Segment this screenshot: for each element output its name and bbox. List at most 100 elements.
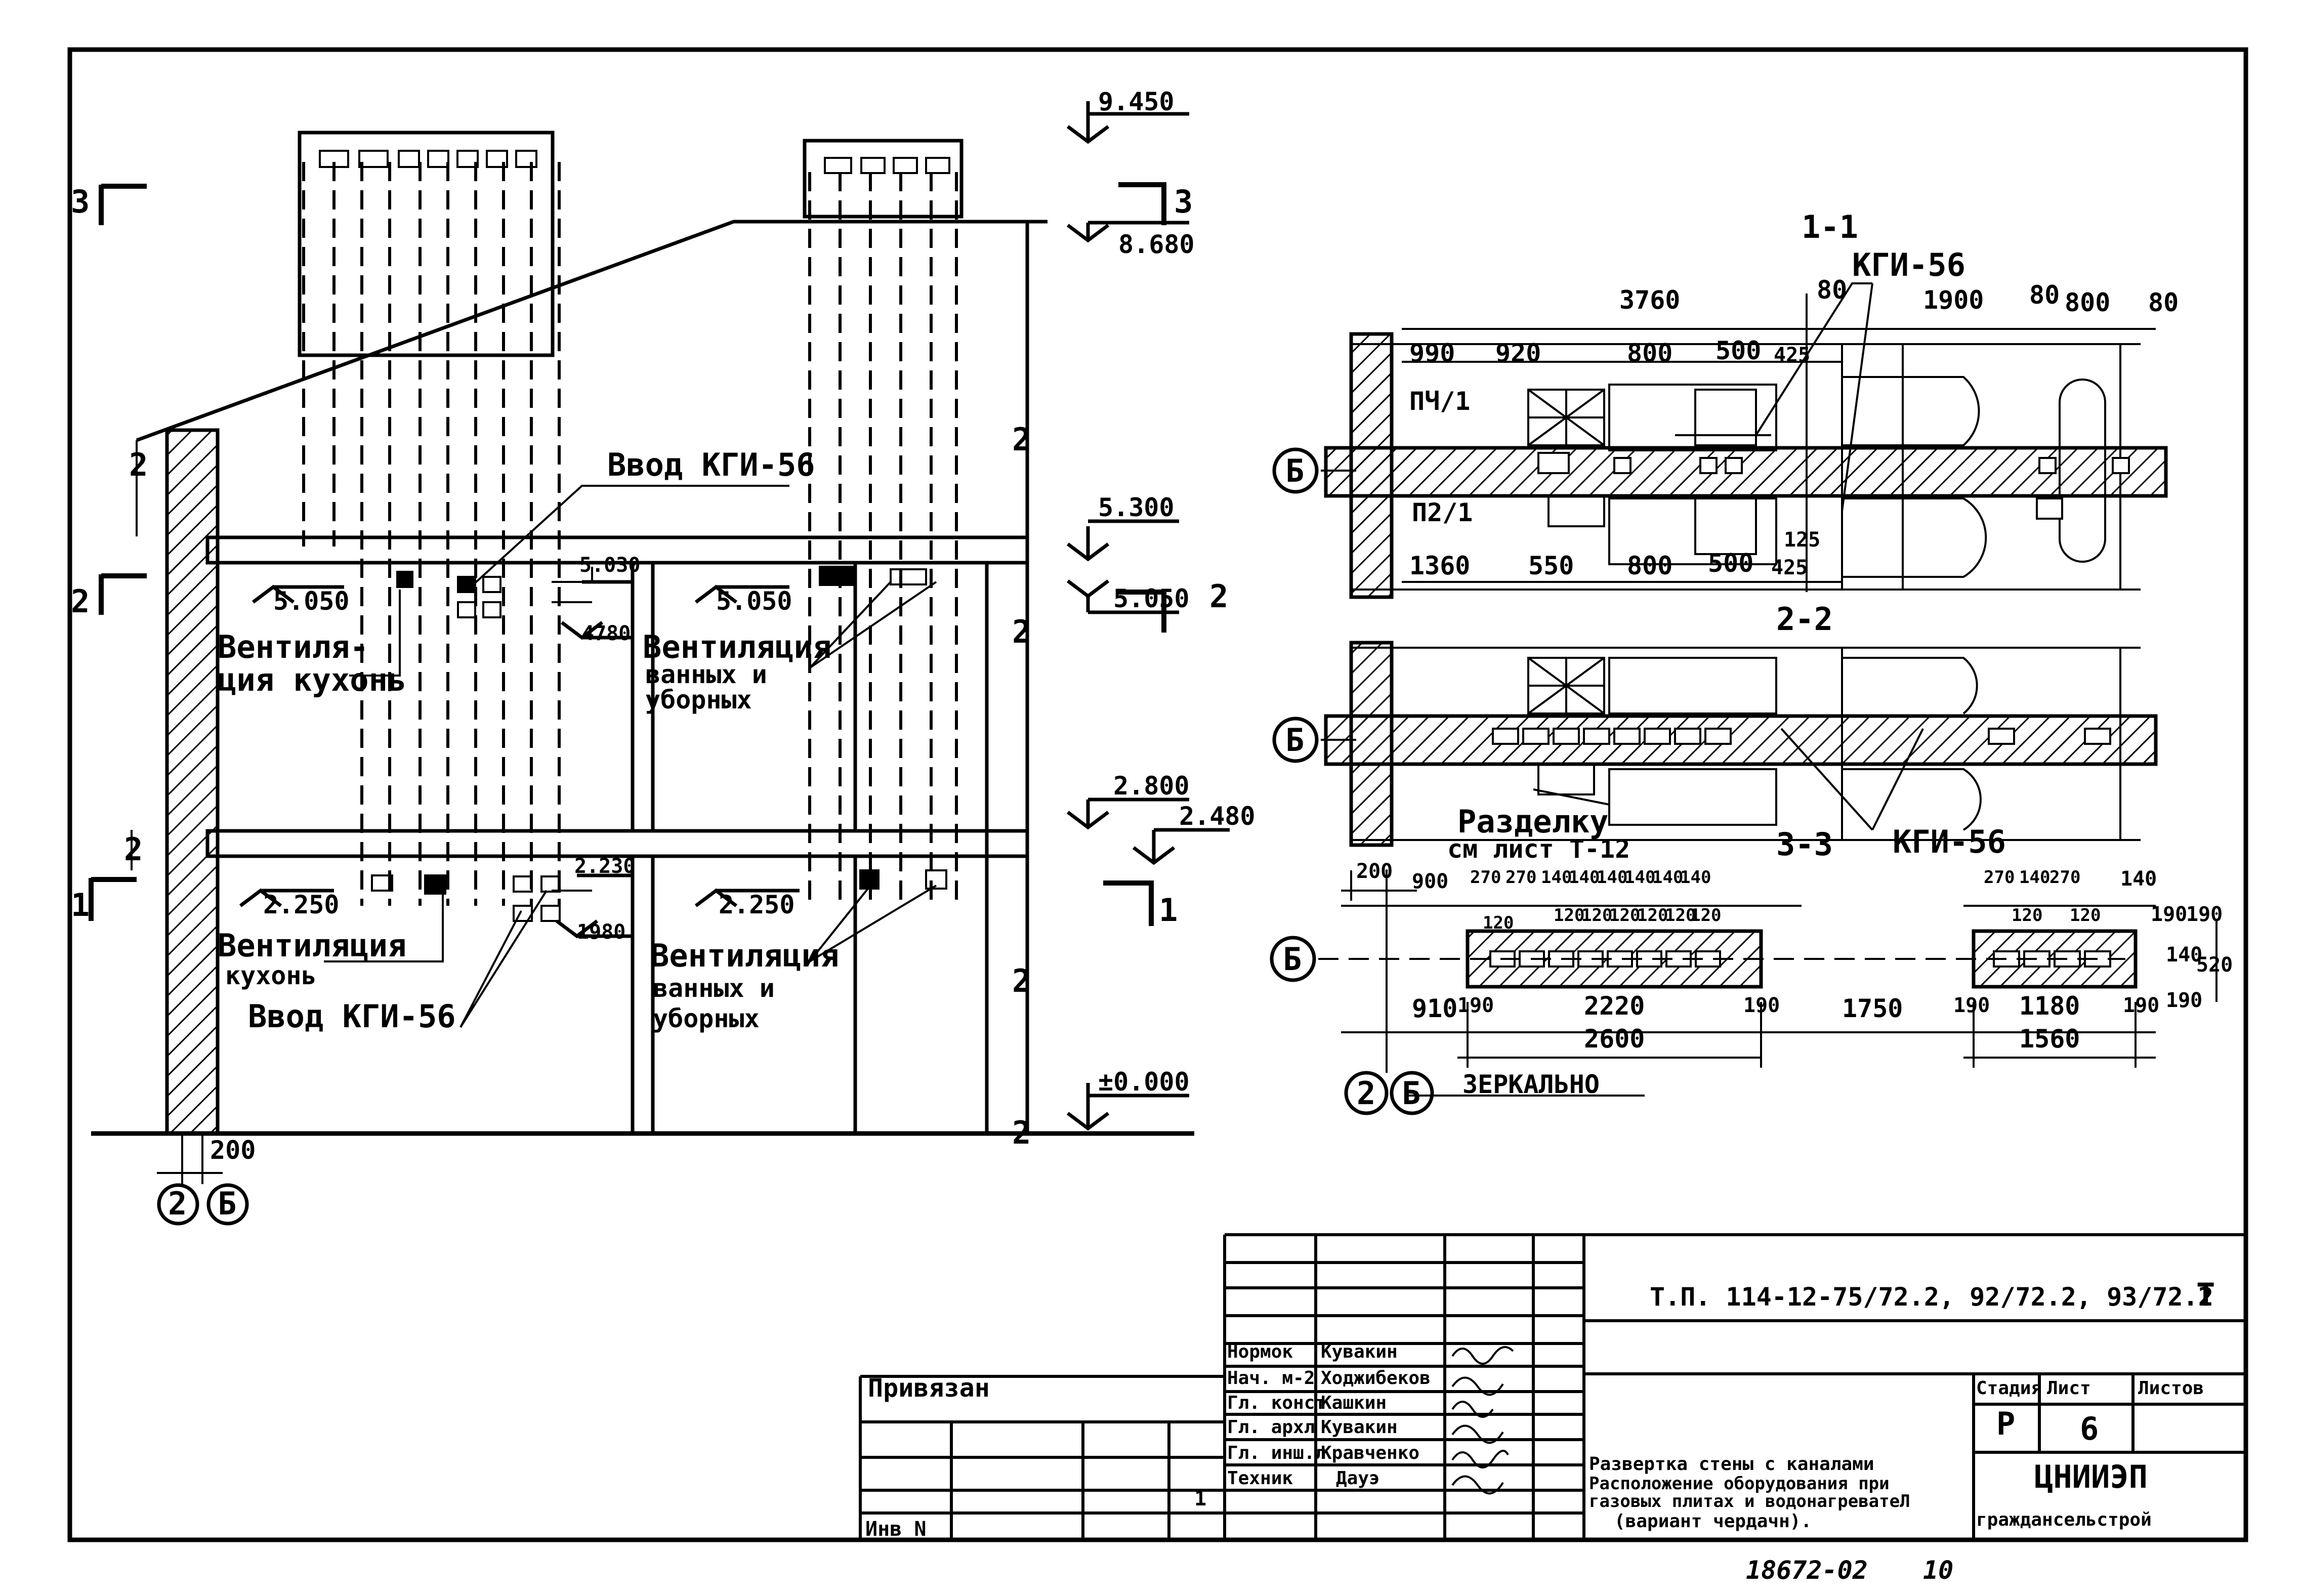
sheet-label: Лист xyxy=(2047,1378,2091,1399)
axis-bubble-2-plan xyxy=(1344,1071,1389,1115)
dim-33-top-10: 270 xyxy=(1984,867,2015,888)
svg-text:2: 2 xyxy=(129,446,148,483)
dim-33-bottom-7: 190 xyxy=(2123,994,2159,1017)
dim-11-top-1: 80 xyxy=(1817,275,1847,305)
section-11-channels xyxy=(1537,452,2130,520)
dim-11-second-3: 500 xyxy=(1716,336,1761,365)
stage-value: Р xyxy=(1996,1405,2015,1442)
dim-11-top-4: 800 xyxy=(2065,288,2110,317)
dim-33-sub-1: 120 xyxy=(1554,905,1584,926)
dim-33-total-1: 1560 xyxy=(2019,1024,2080,1054)
title-section-33: 3-3 xyxy=(1776,826,1833,863)
role-1: Нач. м-2 xyxy=(1227,1368,1315,1389)
dim-11-top-3: 80 xyxy=(2029,280,2060,310)
level-8680: 8.680 xyxy=(1118,230,1195,259)
level-4780: 4780 xyxy=(582,622,631,645)
doc-code: Т.П. 114-12-75/72.2, 92/72.2, 93/72.2 xyxy=(1650,1282,2213,1312)
dim-33-total-0: 2600 xyxy=(1584,1024,1645,1054)
role-4: Гл. инш.л xyxy=(1227,1443,1326,1463)
plan-axes xyxy=(1318,282,2218,1097)
section-22-outline xyxy=(1351,647,2141,841)
org-name-b: граждансельстрой xyxy=(1976,1509,2152,1530)
wall-elevation: 2 2 2 2 2 2 xyxy=(89,101,1230,1226)
title-line-2: газовых плитах и водонагреватеЛ xyxy=(1589,1491,1910,1511)
floor-slab-1 xyxy=(205,829,1029,858)
axis-bubble-b-33 xyxy=(1270,936,1316,982)
label-kgi-top: КГИ-56 xyxy=(1852,246,1965,283)
dim-33-bottom-6: 1180 xyxy=(2019,991,2080,1021)
axis-b-22: Б xyxy=(1285,722,1304,759)
section-mark-3-left: 3 xyxy=(71,183,90,220)
label-num-1: 1 xyxy=(1194,1487,1206,1510)
dim-33-top-3: 270 xyxy=(1505,867,1536,888)
level-0000: ±0.000 xyxy=(1098,1067,1190,1097)
section-22-wall xyxy=(1324,714,2158,766)
level-2800: 2.800 xyxy=(1113,771,1190,801)
name-0: Кувакин xyxy=(1321,1341,1398,1362)
dim-33-top-7: 140 xyxy=(1624,867,1655,888)
title-block-text: Т.П. 114-12-75/72.2, 92/72.2, 93/72.2 Т … xyxy=(865,1276,2215,1585)
dim-33-top-11: 140 xyxy=(2019,867,2050,888)
title-block xyxy=(859,1233,2246,1540)
ventilation-channels xyxy=(302,162,958,906)
name-4: Кравченко xyxy=(1321,1443,1419,1463)
label-mirror: ЗЕРКАЛЬНО xyxy=(1462,1070,1600,1099)
role-3: Гл. архл xyxy=(1227,1417,1315,1438)
section-mark-1-left: 1 xyxy=(71,887,90,923)
axis-bubble-b xyxy=(206,1183,249,1226)
dim-33-top-9: 140 xyxy=(1680,867,1711,888)
dim-11-bottom-0: 1360 xyxy=(1409,551,1470,580)
signatures xyxy=(1451,1346,1514,1495)
axis-b-11: Б xyxy=(1285,452,1304,489)
elevation-text: 9.450 8.680 5.300 5.050 2.800 2.480 ±0.0… xyxy=(71,87,1256,1222)
label-vent-kitchen-bot-b: кухонь xyxy=(225,961,317,990)
plan-text: 1-1 2-2 3-3 КГИ-56 КГИ-56 Разделку см ли… xyxy=(1283,208,2233,1112)
section-marks xyxy=(89,182,1166,926)
label-vvod-bot: Ввод КГИ-56 xyxy=(248,998,456,1035)
axis-bubble-b-plan xyxy=(1390,1071,1434,1115)
section-11-stove-grid xyxy=(1527,389,1605,446)
dim-11-second-4: 425 xyxy=(1774,344,1810,367)
svg-text:2: 2 xyxy=(1012,962,1031,999)
label-vent-kitchen-top-a: Вентиля- xyxy=(218,628,369,665)
dim-33-bottom-1: 190 xyxy=(1457,994,1494,1017)
dim-11-second-2: 800 xyxy=(1627,339,1672,368)
svg-text:2: 2 xyxy=(124,831,143,868)
section-mark-1-right: 1 xyxy=(1159,892,1178,929)
role-0: Нормок xyxy=(1227,1341,1293,1362)
sheets-label: Листов xyxy=(2138,1378,2204,1399)
dim-33-bottom-2: 2220 xyxy=(1584,991,1645,1021)
dim-33-top-12: 270 xyxy=(2049,867,2080,888)
name-3: Кувакин xyxy=(1321,1417,1398,1438)
dim-33-top-1: 900 xyxy=(1412,870,1448,893)
dim-11-bottom-4: 425 xyxy=(1771,556,1808,579)
section-mark-3-right: 3 xyxy=(1174,183,1193,220)
dim-33-sub-2: 120 xyxy=(1581,905,1612,926)
dim-33-bottom-5: 190 xyxy=(1953,994,1990,1017)
name-5: Дауэ xyxy=(1336,1468,1380,1489)
dim-200-elevation: 200 xyxy=(210,1136,256,1165)
dim-33-top-0: 200 xyxy=(1356,860,1393,883)
axis-bubble-b-22 xyxy=(1272,717,1319,763)
level-5050: 5.050 xyxy=(1113,584,1190,613)
bottom-code: 18672-02 xyxy=(1746,1556,1868,1585)
dim-33-top-4: 140 xyxy=(1541,867,1572,888)
bottom-page: 10 xyxy=(1923,1556,1953,1585)
dim-33-side-1: 190 xyxy=(2186,903,2223,926)
dim-33-side-0: 190 xyxy=(2151,903,2187,926)
dim-11-bottom-2: 800 xyxy=(1627,551,1672,580)
axis-bubble-2 xyxy=(157,1183,199,1226)
dim-125: 125 xyxy=(1784,528,1820,552)
sheet-type: Т xyxy=(2196,1276,2215,1313)
dim-33-sub-4: 120 xyxy=(1637,905,1668,926)
dim-33-top-13: 140 xyxy=(2120,867,2157,891)
floor2-right-level: 5.050 xyxy=(716,586,792,616)
dim-33-sub-0: 120 xyxy=(1483,913,1514,933)
label-vent-kitchen-top-b: ция кухонь xyxy=(218,661,406,698)
stage-label: Стадия xyxy=(1976,1378,2042,1399)
dim-33-side-3: 520 xyxy=(2196,953,2233,977)
dim-11-bottom-1: 550 xyxy=(1528,551,1574,580)
dim-33-top-8: 140 xyxy=(1652,867,1683,888)
dim-33-sub-7: 120 xyxy=(2012,905,2042,926)
